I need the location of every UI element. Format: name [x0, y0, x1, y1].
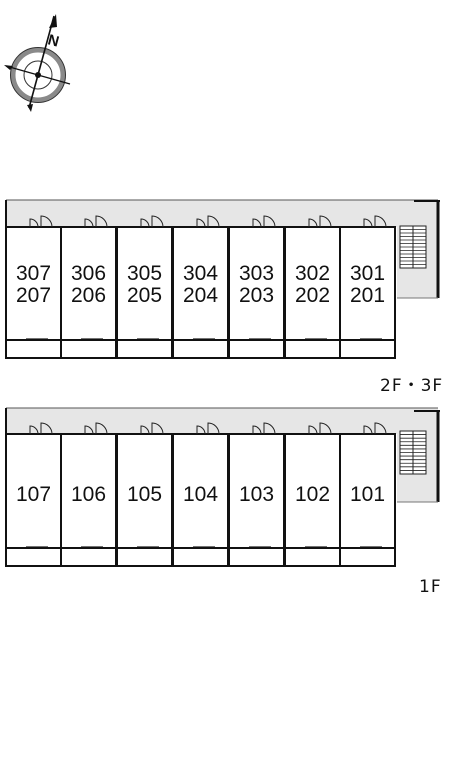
floor-plan-ground: 107 106 105 104 103 102 101 — [5, 407, 440, 567]
unit-number: 105 — [127, 483, 162, 506]
unit-number: 206 — [71, 284, 106, 307]
unit-102: 102 — [284, 422, 341, 567]
unit-number: 107 — [16, 483, 51, 506]
unit-number: 203 — [239, 284, 274, 307]
unit-number: 302 — [295, 262, 330, 285]
unit-105: 105 — [116, 422, 173, 567]
unit-number: 101 — [350, 483, 385, 506]
floor-plan-upper: 3072073062063052053042043032033022023012… — [5, 199, 440, 359]
unit-number: 305 — [127, 262, 162, 285]
unit-number: 304 — [183, 262, 218, 285]
staircase-icon — [399, 430, 427, 475]
door-icon — [308, 422, 332, 435]
unit-104: 104 — [172, 422, 229, 567]
unit-number: 202 — [295, 284, 330, 307]
unit-number: 106 — [71, 483, 106, 506]
unit-number: 104 — [183, 483, 218, 506]
door-icon — [252, 215, 276, 228]
compass-rose-icon: N — [4, 14, 71, 112]
door-icon — [308, 215, 332, 228]
door-icon — [84, 422, 108, 435]
staircase-icon — [399, 225, 427, 269]
unit-number: 204 — [183, 284, 218, 307]
floor-label-upper: 2F・3F — [380, 376, 444, 396]
door-icon — [196, 215, 220, 228]
unit-107: 107 — [5, 422, 62, 567]
unit-number: 307 — [16, 262, 51, 285]
unit-number: 205 — [127, 284, 162, 307]
door-icon — [363, 215, 387, 228]
unit-number: 301 — [350, 262, 385, 285]
floor-label-ground: 1F — [419, 577, 442, 597]
unit-number: 303 — [239, 262, 274, 285]
door-icon — [140, 422, 164, 435]
unit-101: 101 — [339, 422, 396, 567]
unit-number: 207 — [16, 284, 51, 307]
corridor — [6, 200, 397, 227]
corridor — [6, 408, 397, 434]
north-label: N — [46, 31, 61, 50]
door-icon — [252, 422, 276, 435]
door-icon — [140, 215, 164, 228]
door-icon — [84, 215, 108, 228]
unit-number: 103 — [239, 483, 274, 506]
unit-number: 201 — [350, 284, 385, 307]
unit-number: 306 — [71, 262, 106, 285]
door-icon — [29, 215, 53, 228]
unit-number: 102 — [295, 483, 330, 506]
door-icon — [196, 422, 220, 435]
unit-106: 106 — [60, 422, 117, 567]
door-icon — [29, 422, 53, 435]
unit-103: 103 — [228, 422, 285, 567]
door-icon — [363, 422, 387, 435]
